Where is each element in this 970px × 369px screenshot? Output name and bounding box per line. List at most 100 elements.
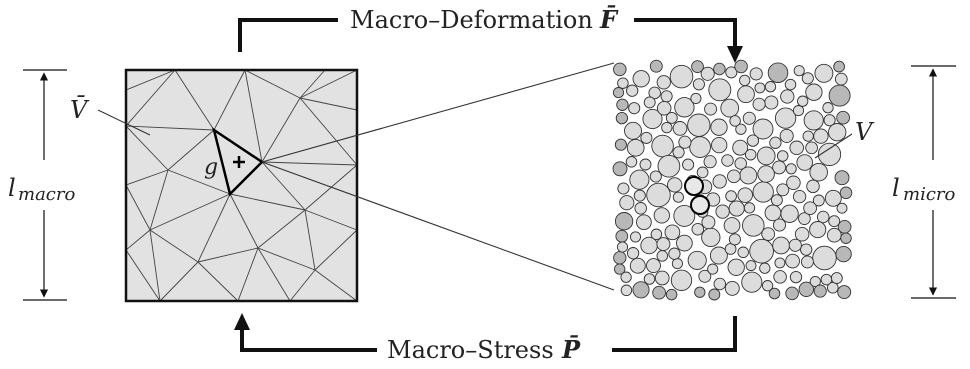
particle: [840, 232, 852, 244]
particle: [727, 258, 745, 276]
particle: [742, 111, 756, 125]
particle: [632, 70, 650, 88]
particle: [734, 59, 748, 74]
particle: [749, 67, 763, 81]
particle: [830, 272, 843, 285]
particle: [672, 191, 684, 203]
particle: [809, 221, 827, 239]
particle: [656, 237, 671, 252]
particle: [668, 247, 681, 260]
particle: [837, 285, 852, 300]
mesh-edge: [167, 129, 215, 171]
particle: [768, 287, 781, 300]
l-micro-dimension: [911, 65, 956, 299]
mesh-edge: [261, 161, 358, 166]
particle: [646, 258, 661, 274]
particle: [812, 194, 825, 207]
particle: [806, 179, 820, 194]
particle: [828, 123, 847, 142]
top-label-symbol: F̄: [599, 5, 619, 34]
mesh-edge: [244, 69, 301, 99]
mesh-edge: [314, 269, 358, 302]
particle: [721, 154, 734, 167]
particle: [729, 115, 741, 127]
macro-volume-symbol: V̄: [70, 96, 90, 124]
particle: [651, 134, 674, 158]
particle: [803, 110, 824, 131]
particle: [725, 66, 738, 79]
particle: [770, 194, 783, 207]
particle: [682, 158, 695, 171]
particle: [759, 262, 771, 274]
particle: [761, 280, 774, 292]
particle: [725, 190, 737, 202]
particle: [780, 89, 795, 104]
mesh-edge: [197, 193, 231, 263]
particle: [833, 60, 845, 73]
mesh-edge: [125, 69, 176, 127]
particle: [629, 169, 650, 190]
particle: [691, 222, 705, 236]
particle: [620, 271, 632, 283]
gauss-point-label: g: [204, 155, 218, 180]
micro-particle-sample: [612, 59, 853, 301]
particle: [710, 118, 728, 136]
particle: [690, 92, 702, 104]
particle: [661, 121, 673, 134]
mesh-edge: [125, 125, 215, 131]
particle: [737, 246, 749, 259]
particle: [769, 136, 782, 149]
particle: [742, 214, 765, 237]
particle: [617, 77, 629, 89]
particle: [713, 277, 727, 291]
particle: [764, 95, 779, 110]
particle: [785, 286, 799, 301]
particle: [626, 138, 645, 157]
particle: [692, 78, 705, 91]
mesh-edge: [167, 169, 231, 195]
particle: [720, 98, 740, 118]
mesh-edge: [149, 193, 231, 231]
particle: [709, 246, 728, 265]
top-label: Macro–Deformation F̄: [350, 5, 619, 34]
particle: [649, 170, 662, 183]
particle: [784, 78, 797, 91]
particle: [715, 204, 730, 219]
particle: [779, 128, 794, 143]
highlighted-particle: [690, 195, 710, 215]
particle: [744, 148, 757, 161]
particle: [613, 251, 627, 265]
particle: [698, 269, 712, 283]
particle: [788, 238, 802, 252]
particle: [615, 111, 629, 125]
particle: [798, 281, 814, 297]
highlighted-element: [212, 127, 264, 197]
particle: [809, 275, 821, 288]
particle: [639, 158, 652, 171]
particle: [619, 195, 635, 211]
bottom-label-text: Macro–Stress: [387, 336, 554, 364]
mesh-edge: [237, 247, 259, 302]
particle: [789, 140, 804, 156]
highlighted-particle: [684, 176, 704, 196]
particle: [612, 87, 625, 99]
mesh-edge: [299, 97, 358, 111]
mesh-edge: [299, 69, 358, 99]
mesh-edge: [299, 69, 326, 99]
particle: [756, 146, 776, 166]
mesh-edge: [159, 261, 199, 302]
mesh-background: [126, 70, 357, 301]
macro-mesh: [124, 68, 359, 303]
particle: [701, 227, 721, 248]
particle: [824, 189, 842, 207]
particle: [617, 182, 630, 195]
particle: [673, 204, 696, 227]
particle: [625, 156, 638, 168]
particle: [648, 86, 661, 100]
particle: [816, 210, 830, 224]
particle: [728, 200, 745, 217]
particle: [665, 111, 678, 124]
particle: [672, 146, 685, 159]
particle: [809, 162, 828, 182]
